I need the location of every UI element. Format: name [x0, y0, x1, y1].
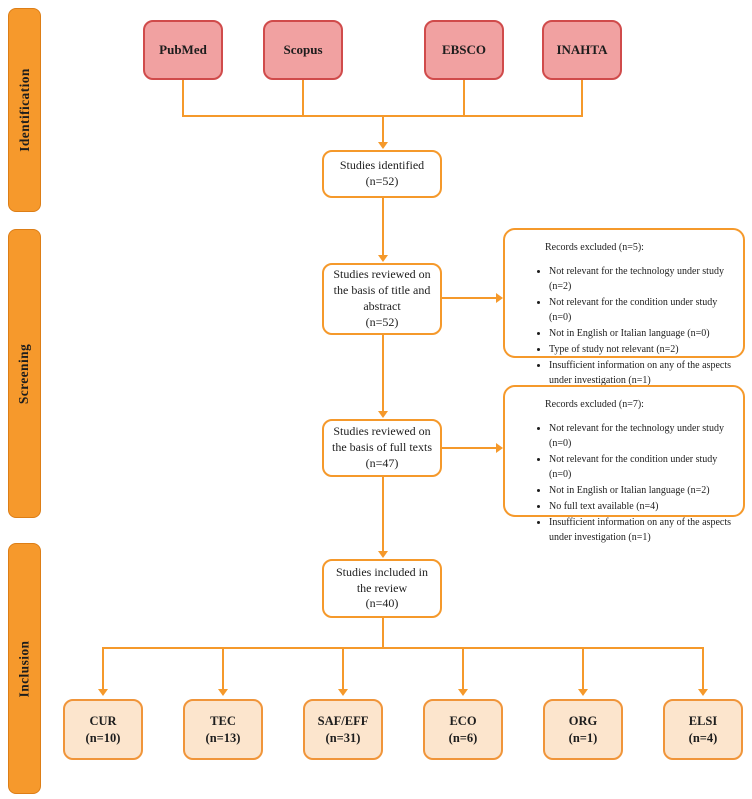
category-label: ELSI (n=4): [688, 714, 718, 745]
category-box-cur: CUR (n=10): [63, 699, 143, 760]
source-box-scopus: Scopus: [263, 20, 343, 80]
source-box-ebsco: EBSCO: [424, 20, 504, 80]
source-label: INAHTA: [556, 42, 608, 57]
flow-box-text: Studies identified (n=52): [339, 158, 425, 188]
exclusion-item: Type of study not relevant (n=2): [549, 342, 733, 357]
connector-line: [581, 80, 583, 117]
exclusion-item: Not relevant for the condition under stu…: [549, 295, 733, 325]
arrowhead-down-icon: [458, 689, 468, 696]
category-box-elsi: ELSI (n=4): [663, 699, 743, 760]
exclusion-list: Not relevant for the technology under st…: [519, 421, 733, 545]
connector-line: [382, 115, 384, 143]
category-box-saf-eff: SAF/EFF (n=31): [303, 699, 383, 760]
exclusion-item: Not in English or Italian language (n=2): [549, 483, 733, 498]
connector-line: [382, 198, 384, 256]
source-box-inahta: INAHTA: [542, 20, 622, 80]
exclusion-item: Not relevant for the condition under stu…: [549, 452, 733, 482]
arrowhead-down-icon: [218, 689, 228, 696]
arrowhead-down-icon: [338, 689, 348, 696]
exclusion-box-full-text: Records excluded (n=7): Not relevant for…: [503, 385, 745, 543]
phase-band-identification: Identification: [8, 8, 41, 212]
category-label: ECO (n=6): [448, 714, 478, 745]
connector-line: [582, 647, 584, 690]
connector-line: [182, 80, 184, 117]
exclusion-title: Records excluded (n=7):: [545, 399, 644, 410]
connector-line: [302, 80, 304, 117]
source-box-pubmed: PubMed: [143, 20, 223, 80]
phase-label-identification: Identification: [16, 68, 32, 152]
source-label: PubMed: [159, 42, 207, 57]
category-box-org: ORG (n=1): [543, 699, 623, 760]
arrowhead-right-icon: [496, 293, 503, 303]
arrowhead-down-icon: [378, 142, 388, 149]
connector-line: [222, 647, 224, 690]
flow-box-text: Studies reviewed on the basis of title a…: [333, 267, 431, 329]
connector-line: [382, 618, 384, 649]
phase-band-screening: Screening: [8, 229, 41, 518]
arrowhead-down-icon: [98, 689, 108, 696]
connector-line: [442, 447, 497, 449]
category-box-tec: TEC (n=13): [183, 699, 263, 760]
connector-line: [442, 297, 497, 299]
flow-box-studies-identified: Studies identified (n=52): [322, 150, 442, 198]
connector-line: [382, 477, 384, 552]
connector-line: [462, 647, 464, 690]
connector-line: [382, 335, 384, 412]
connector-line: [342, 647, 344, 690]
exclusion-item: Not in English or Italian language (n=0): [549, 326, 733, 341]
arrowhead-down-icon: [578, 689, 588, 696]
phase-band-inclusion: Inclusion: [8, 543, 41, 794]
category-box-eco: ECO (n=6): [423, 699, 503, 760]
category-label: ORG (n=1): [568, 714, 598, 745]
exclusion-item: Not relevant for the technology under st…: [549, 421, 733, 451]
connector-line: [102, 647, 104, 690]
phase-label-inclusion: Inclusion: [16, 640, 32, 697]
source-label: EBSCO: [441, 42, 487, 57]
connector-line: [102, 647, 704, 649]
exclusion-list: Not relevant for the technology under st…: [519, 264, 733, 388]
exclusion-item: Insufficient information on any of the a…: [549, 515, 733, 545]
source-label: Scopus: [283, 42, 323, 57]
category-label: CUR (n=10): [85, 714, 121, 745]
exclusion-item: Insufficient information on any of the a…: [549, 358, 733, 388]
category-label: SAF/EFF (n=31): [317, 714, 369, 745]
connector-line: [463, 80, 465, 117]
flow-box-text: Studies included in the review (n=40): [336, 564, 428, 611]
arrowhead-right-icon: [496, 443, 503, 453]
arrowhead-down-icon: [378, 551, 388, 558]
connector-line: [702, 647, 704, 690]
arrowhead-down-icon: [698, 689, 708, 696]
flow-box-full-text-review: Studies reviewed on the basis of full te…: [322, 419, 442, 477]
flow-box-title-abstract-review: Studies reviewed on the basis of title a…: [322, 263, 442, 335]
exclusion-item: Not relevant for the technology under st…: [549, 264, 733, 294]
phase-label-screening: Screening: [16, 343, 32, 404]
category-label: TEC (n=13): [205, 714, 241, 745]
flow-box-text: Studies reviewed on the basis of full te…: [332, 424, 432, 470]
arrowhead-down-icon: [378, 411, 388, 418]
arrowhead-down-icon: [378, 255, 388, 262]
exclusion-box-title-abstract: Records excluded (n=5): Not relevant for…: [503, 228, 745, 386]
flow-box-studies-included: Studies included in the review (n=40): [322, 559, 442, 618]
exclusion-title: Records excluded (n=5):: [545, 242, 644, 253]
exclusion-item: No full text available (n=4): [549, 499, 733, 514]
